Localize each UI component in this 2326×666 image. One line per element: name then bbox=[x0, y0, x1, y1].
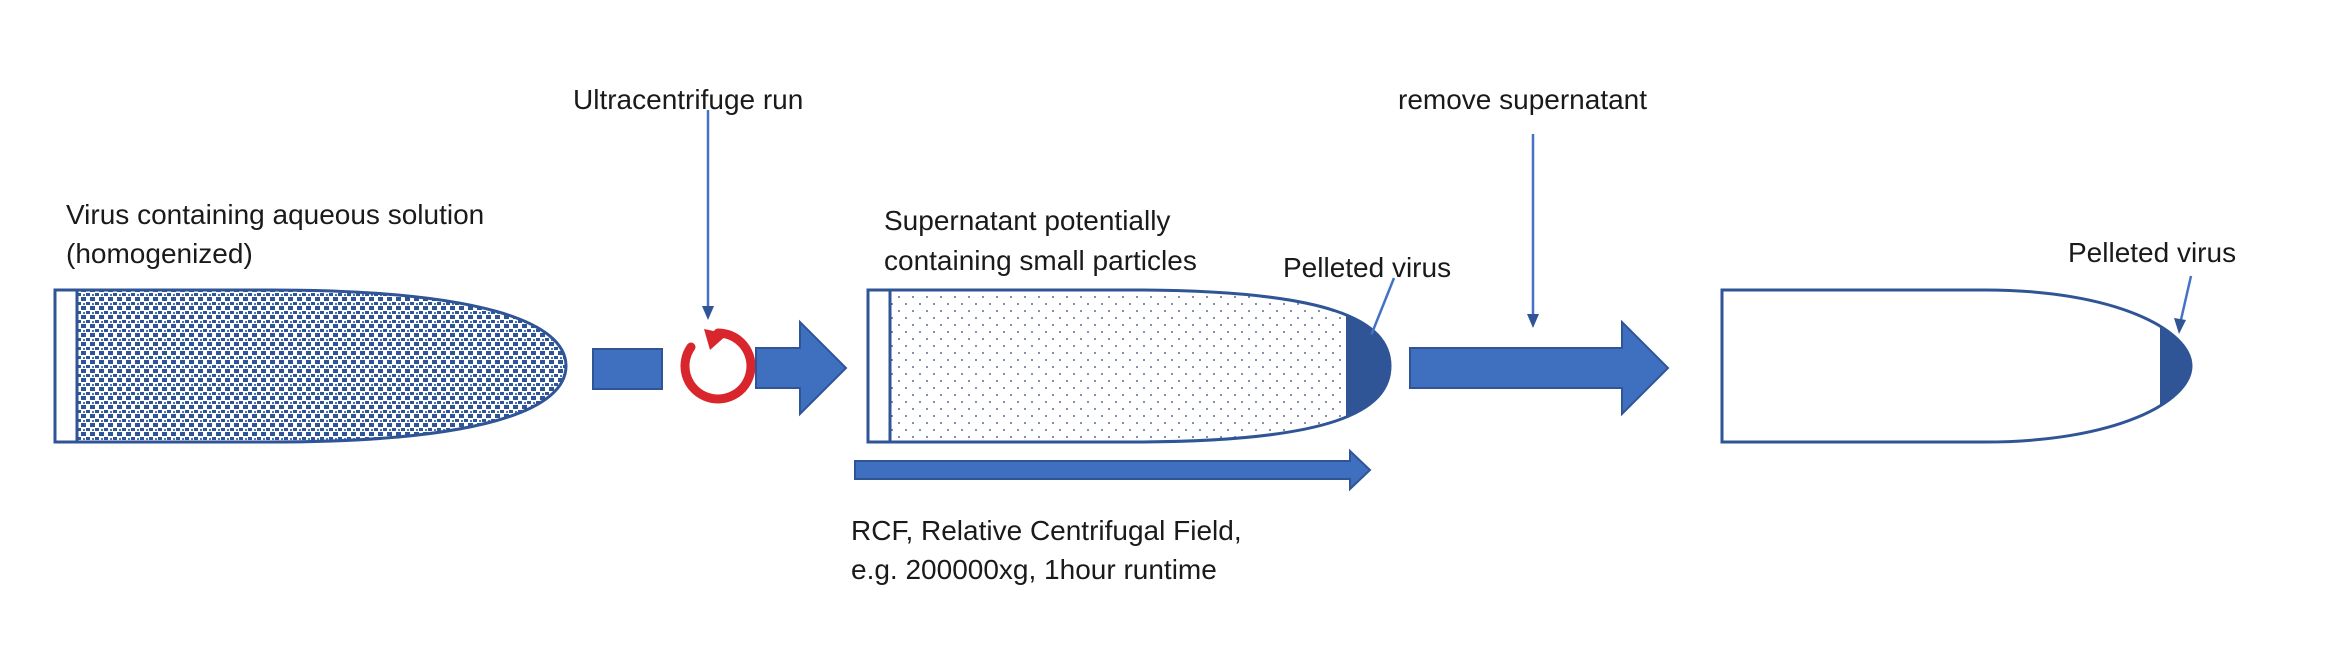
tube-homogenized-cap bbox=[53, 288, 79, 444]
process-arrow-stub bbox=[592, 348, 663, 390]
rcf-direction-arrow bbox=[854, 448, 1372, 492]
pelleted-virus-label-1: Pelleted virus bbox=[1283, 252, 1452, 283]
virus-solution-label-line1: Virus containing aqueous solution bbox=[66, 199, 485, 230]
supernatant-label-line2: containing small particles bbox=[884, 245, 1197, 276]
remove-supernatant-label: remove supernatant bbox=[1398, 84, 1648, 115]
process-arrow-1 bbox=[755, 319, 848, 417]
tube-homogenized bbox=[53, 288, 568, 444]
pelleted-virus-label-2: Pelleted virus bbox=[2068, 237, 2237, 268]
ultracentrifuge-label: Ultracentrifuge run bbox=[573, 84, 804, 115]
rcf-label-line1: RCF, Relative Centrifugal Field, bbox=[851, 515, 1242, 546]
rotation-cycle-icon bbox=[680, 328, 756, 404]
ultracentrifuge-pointer-head bbox=[702, 306, 714, 320]
virus-solution-label-line2: (homogenized) bbox=[66, 238, 253, 269]
tube-homogenized-fill bbox=[75, 288, 568, 444]
rcf-label-line2: e.g. 200000xg, 1hour runtime bbox=[851, 554, 1217, 585]
tube-centrifuged-outline bbox=[866, 288, 1392, 444]
tube-pellet-only bbox=[1720, 288, 2193, 444]
tube-centrifuged bbox=[866, 288, 1392, 444]
supernatant-label-line1: Supernatant potentially bbox=[884, 205, 1171, 236]
pellet-pointer-1 bbox=[1368, 277, 1396, 339]
pellet-pointer-2 bbox=[2178, 275, 2193, 325]
tube-pellet-only-outline bbox=[1720, 288, 2193, 444]
tube-centrifuged-cap bbox=[866, 288, 892, 444]
process-arrow-2 bbox=[1409, 319, 1670, 417]
